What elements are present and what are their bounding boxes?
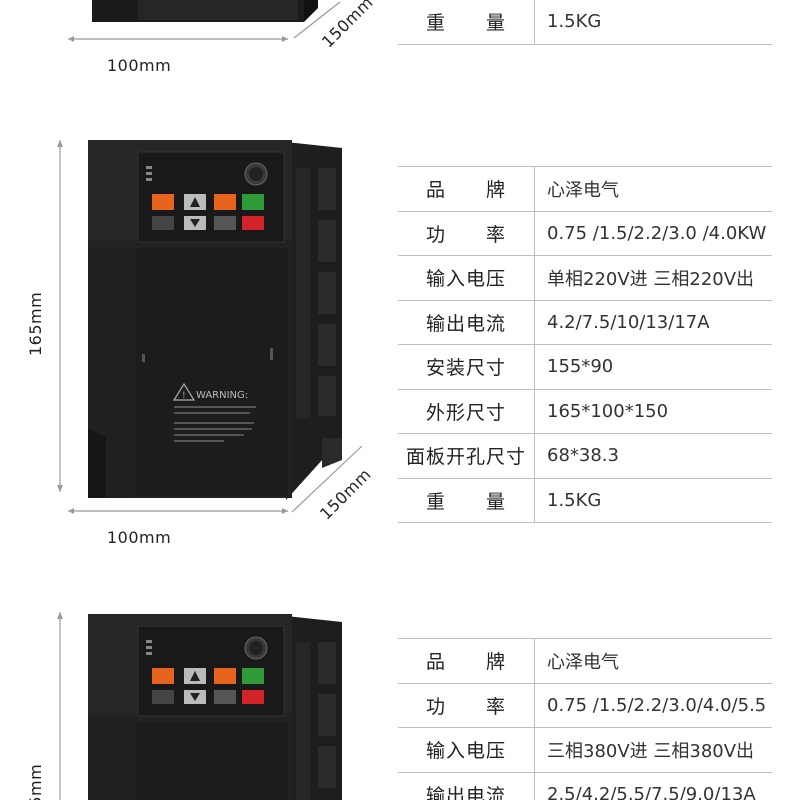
height-dimension-line bbox=[57, 140, 63, 492]
product-section-3: 165mm 品 牌 心泽电气 bbox=[0, 592, 800, 800]
spec-value: 1.5KG bbox=[547, 11, 602, 33]
depth-dimension-line bbox=[291, 445, 363, 513]
spec-key-char: 牌 bbox=[485, 179, 506, 202]
spec-key: 面板开孔尺寸 bbox=[398, 434, 535, 478]
warning-label: WARNING: bbox=[196, 390, 249, 401]
spec-value: 0.75 /1.5/2.2/3.0/4.0/5.5 bbox=[547, 694, 767, 716]
spec-key: 外形尺寸 bbox=[398, 389, 535, 433]
spec-row-power: 功 率 0.75 /1.5/2.2/3.0 /4.0KW bbox=[398, 211, 772, 256]
spec-key: 输入电压 bbox=[398, 256, 535, 300]
spec-row-power: 功 率 0.75 /1.5/2.2/3.0/4.0/5.5 bbox=[398, 683, 772, 728]
spec-key: 输出电流 bbox=[398, 300, 535, 344]
spec-key: 品 牌 bbox=[398, 639, 535, 683]
spec-key: 输入电压 bbox=[398, 728, 535, 772]
spec-row-output-current: 输出电流 2.5/4.2/5.5/7.5/9.0/13A bbox=[398, 772, 772, 800]
spec-value: 68*38.3 bbox=[547, 445, 619, 467]
spec-row-weight: 重 量 1.5KG bbox=[398, 478, 772, 523]
spec-key-char: 率 bbox=[485, 223, 506, 246]
spec-key-char: 品 bbox=[426, 651, 447, 674]
height-label: 165mm bbox=[26, 291, 45, 356]
spec-key: 功 率 bbox=[398, 211, 535, 255]
width-label: 100mm bbox=[107, 56, 172, 75]
spec-row-brand: 品 牌 心泽电气 bbox=[398, 638, 772, 684]
svg-text:!: ! bbox=[182, 391, 186, 401]
spec-row-mount-size: 安装尺寸 155*90 bbox=[398, 345, 772, 390]
spec-table-3: 品 牌 心泽电气 功 率 0.75 /1.5/2.2/3.0/4.0/5.5 输… bbox=[398, 638, 772, 800]
spec-key-char: 量 bbox=[485, 490, 506, 513]
spec-key-char: 率 bbox=[485, 695, 506, 718]
spec-value: 155*90 bbox=[547, 356, 614, 378]
spec-value: 单相220V进 三相220V出 bbox=[547, 268, 755, 290]
spec-key: 功 率 bbox=[398, 683, 535, 727]
spec-value: 心泽电气 bbox=[547, 179, 619, 201]
spec-row-outer-size: 外形尺寸 165*100*150 bbox=[398, 389, 772, 434]
height-label: 165mm bbox=[26, 763, 45, 800]
spec-value: 0.75 /1.5/2.2/3.0 /4.0KW bbox=[547, 222, 767, 244]
spec-value: 1.5KG bbox=[547, 489, 602, 511]
spec-row-output-current: 输出电流 4.2/7.5/10/13/17A bbox=[398, 300, 772, 345]
spec-key-char: 牌 bbox=[485, 651, 506, 674]
inverter-device-image: ! bbox=[88, 140, 342, 500]
depth-dimension-line bbox=[293, 1, 341, 39]
width-label: 100mm bbox=[107, 528, 172, 547]
spec-row-panel-cutout: 面板开孔尺寸 68*38.3 bbox=[398, 434, 772, 479]
spec-key: 安装尺寸 bbox=[398, 345, 535, 389]
spec-key: 重 量 bbox=[398, 0, 535, 44]
spec-value: 三相380V进 三相380V出 bbox=[547, 740, 755, 762]
spec-value: 165*100*150 bbox=[547, 400, 669, 422]
spec-key-char: 功 bbox=[426, 223, 447, 246]
width-dimension-line bbox=[68, 36, 288, 42]
spec-row-weight: 重 量 1.5KG bbox=[398, 0, 772, 45]
spec-key-char: 量 bbox=[485, 12, 506, 35]
spec-key-char: 重 bbox=[426, 490, 447, 513]
spec-value: 2.5/4.2/5.5/7.5/9.0/13A bbox=[547, 783, 756, 800]
height-dimension-line bbox=[57, 612, 63, 800]
product-section-2: 165mm bbox=[0, 120, 800, 560]
spec-row-input-voltage: 输入电压 单相220V进 三相220V出 bbox=[398, 256, 772, 301]
inverter-device-image bbox=[88, 614, 342, 800]
spec-key-char: 重 bbox=[426, 12, 447, 35]
spec-key-char: 品 bbox=[426, 179, 447, 202]
spec-key: 输出电流 bbox=[398, 772, 535, 800]
spec-key: 品 牌 bbox=[398, 167, 535, 211]
width-dimension-line bbox=[68, 508, 288, 514]
inverter-device-image bbox=[92, 0, 318, 22]
spec-table-2: 品 牌 心泽电气 功 率 0.75 /1.5/2.2/3.0 /4.0KW 输入… bbox=[398, 166, 772, 523]
spec-table-1: 重 量 1.5KG bbox=[398, 0, 772, 45]
product-section-1: 100mm 150mm 重 量 1.5KG bbox=[0, 0, 800, 90]
spec-row-brand: 品 牌 心泽电气 bbox=[398, 166, 772, 212]
spec-value: 4.2/7.5/10/13/17A bbox=[547, 311, 710, 333]
spec-row-input-voltage: 输入电压 三相380V进 三相380V出 bbox=[398, 728, 772, 773]
spec-key-char: 功 bbox=[426, 695, 447, 718]
spec-key: 重 量 bbox=[398, 478, 535, 522]
spec-value: 心泽电气 bbox=[547, 651, 619, 673]
